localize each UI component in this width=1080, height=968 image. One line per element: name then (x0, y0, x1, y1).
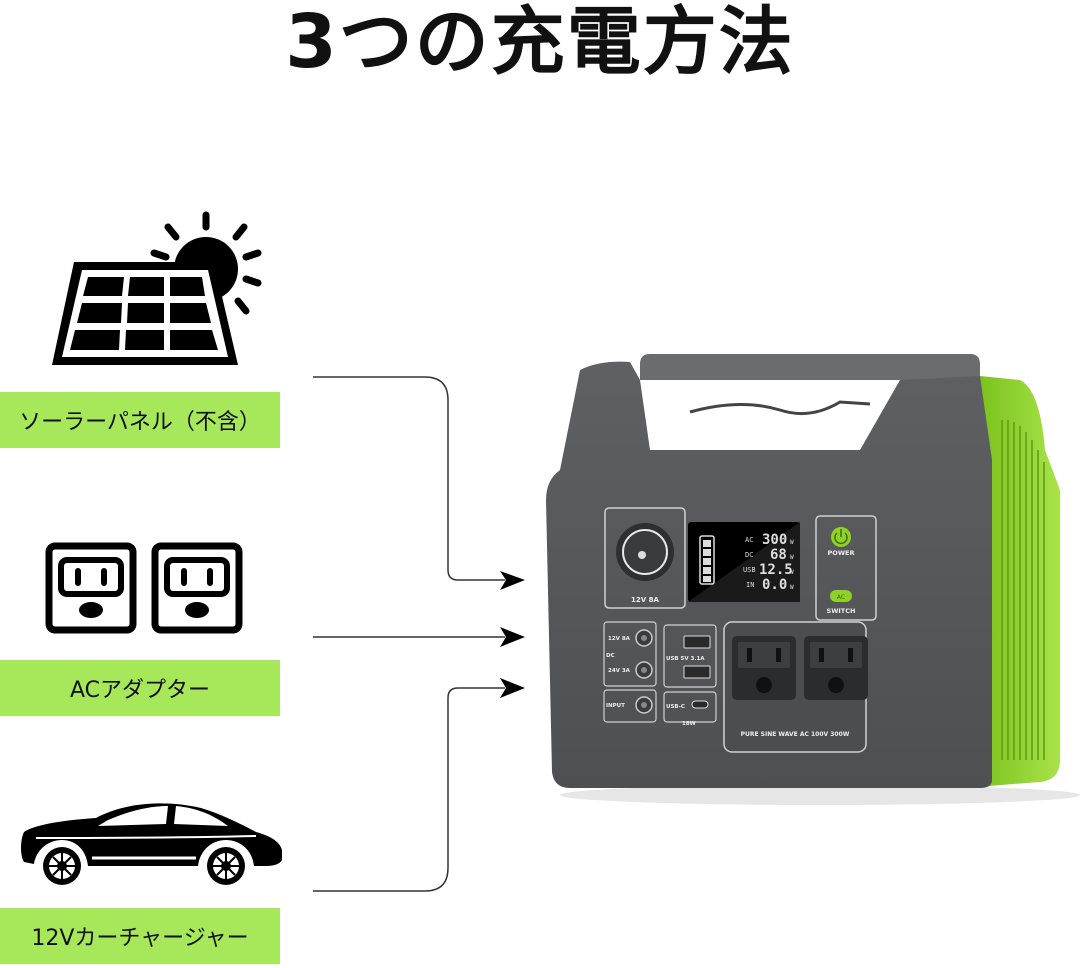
svg-text:IN: IN (746, 581, 754, 589)
svg-text:USB 5V 3.1A: USB 5V 3.1A (666, 656, 705, 662)
svg-text:POWER: POWER (828, 549, 855, 557)
svg-text:PURE SINE WAVE AC 100V 300W: PURE SINE WAVE AC 100V 300W (741, 731, 850, 738)
svg-text:12V 8A: 12V 8A (608, 636, 631, 642)
ac-switch-button (830, 590, 852, 602)
ac-outlet-icon (45, 542, 243, 634)
svg-text:W: W (790, 554, 794, 561)
svg-text:0.0: 0.0 (762, 577, 787, 593)
arrow-head-icon (500, 627, 525, 647)
svg-text:SWITCH: SWITCH (827, 607, 856, 615)
svg-text:W: W (790, 584, 794, 591)
svg-text:USB: USB (743, 566, 756, 574)
svg-text:DC: DC (606, 653, 615, 659)
svg-text:18W: 18W (682, 721, 696, 727)
svg-text:AC: AC (837, 594, 845, 601)
svg-text:24V 3A: 24V 3A (608, 668, 631, 674)
svg-text:300: 300 (762, 532, 787, 548)
svg-text:INPUT: INPUT (606, 703, 625, 709)
svg-text:USB-C: USB-C (666, 704, 685, 710)
page-title: 3つの充電方法 (285, 0, 795, 85)
arrow-head-icon (500, 571, 525, 590)
svg-text:AC: AC (745, 536, 753, 544)
solar-panel-icon (52, 211, 262, 365)
svg-text:W: W (790, 569, 794, 576)
car-icon (21, 803, 282, 885)
arrow-head-icon (500, 678, 525, 698)
svg-text:12.5: 12.5 (759, 562, 793, 578)
svg-text:68: 68 (770, 547, 787, 563)
method-label-ac: ACアダプター (0, 660, 280, 716)
svg-text:DC: DC (745, 551, 753, 559)
svg-text:12V 8A: 12V 8A (631, 596, 659, 604)
svg-text:W: W (790, 539, 794, 546)
method-label-solar: ソーラーパネル（不含） (0, 392, 280, 448)
method-label-car: 12Vカーチャージャー (0, 908, 280, 964)
